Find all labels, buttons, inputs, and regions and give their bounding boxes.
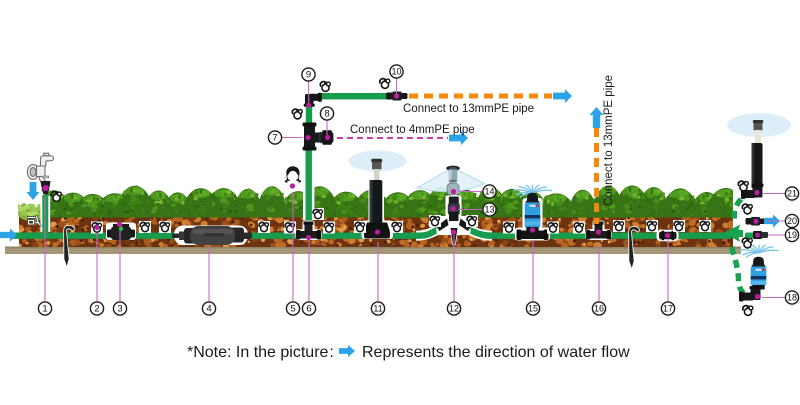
svg-text:16: 16 (594, 304, 604, 314)
svg-text:15: 15 (528, 304, 538, 314)
svg-text:20: 20 (787, 216, 797, 226)
svg-text:Connect to 13mmPE pipe: Connect to 13mmPE pipe (403, 103, 534, 115)
svg-text:3: 3 (117, 304, 122, 315)
svg-text:14: 14 (484, 187, 494, 197)
svg-text:11: 11 (373, 304, 382, 314)
svg-text:6: 6 (306, 304, 311, 315)
svg-text:10: 10 (391, 67, 401, 77)
svg-text:18: 18 (787, 293, 797, 303)
svg-text:8: 8 (324, 109, 329, 120)
svg-text:Connect to 13mmPE pipe: Connect to 13mmPE pipe (603, 75, 615, 206)
svg-text:19: 19 (787, 230, 797, 240)
svg-text:Connect to 4mmPE pipe: Connect to 4mmPE pipe (350, 124, 475, 136)
svg-text:2: 2 (94, 304, 99, 315)
svg-text:*Note: In the picture:: *Note: In the picture: (187, 344, 334, 361)
svg-text:7: 7 (272, 133, 277, 144)
svg-text:21: 21 (787, 189, 797, 199)
svg-text:17: 17 (663, 304, 673, 314)
svg-text:9: 9 (306, 70, 311, 81)
svg-text:Represents the direction of wa: Represents the direction of water flow (362, 344, 630, 361)
svg-text:4: 4 (206, 304, 211, 315)
svg-text:13: 13 (484, 205, 494, 215)
svg-text:1: 1 (42, 304, 47, 315)
svg-text:12: 12 (449, 304, 459, 314)
svg-text:5: 5 (290, 304, 295, 315)
